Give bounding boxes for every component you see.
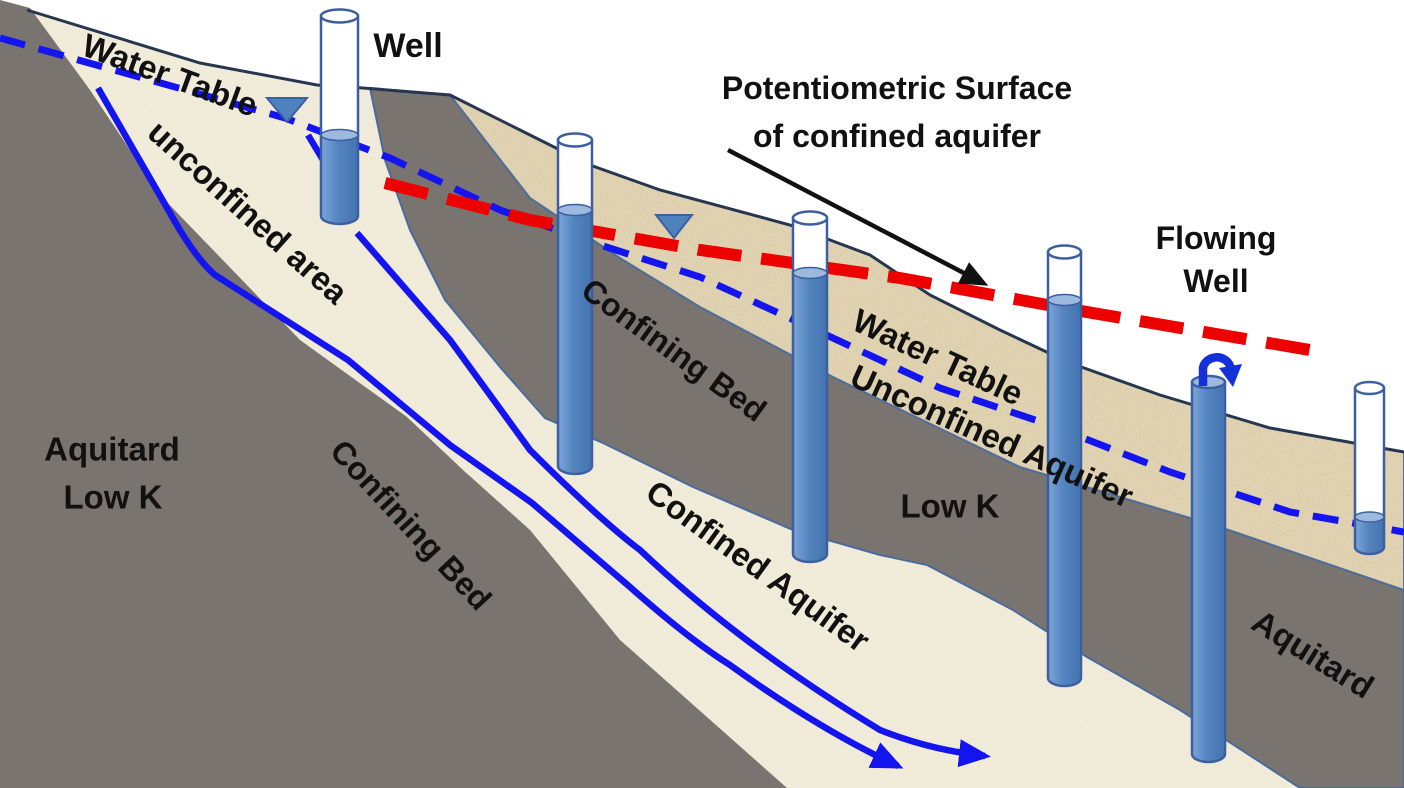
well-water bbox=[1353, 515, 1386, 556]
well-casing bbox=[319, 14, 360, 137]
water-table-marker-icon bbox=[264, 97, 310, 124]
well-water-level bbox=[792, 266, 828, 280]
well-top bbox=[319, 8, 360, 24]
potentiometric-pointer-arrow bbox=[726, 148, 989, 286]
well-water-level bbox=[1047, 293, 1082, 307]
well-top bbox=[1190, 374, 1227, 390]
flow-line-2 bbox=[354, 230, 991, 768]
shallow-well-right bbox=[1353, 380, 1386, 556]
well-water bbox=[1046, 298, 1083, 688]
well-label: Well bbox=[373, 27, 442, 65]
well-confined-1 bbox=[556, 132, 594, 476]
well-water bbox=[791, 271, 829, 564]
well-casing bbox=[791, 216, 829, 275]
water-table-marker-icon bbox=[653, 214, 695, 240]
well-confined-3 bbox=[1046, 244, 1083, 688]
well-casing bbox=[556, 138, 594, 212]
flowing-well-label-line1: Flowing bbox=[1156, 220, 1277, 256]
flowing-well bbox=[1190, 374, 1227, 764]
potentiometric-label-line2: of confined aquifer bbox=[753, 118, 1041, 154]
well-water-level bbox=[557, 203, 593, 217]
well-top bbox=[556, 132, 594, 148]
aquitard-left-label-line1: Aquitard bbox=[44, 431, 180, 468]
well-unconfined bbox=[319, 8, 360, 226]
potentiometric-label-line1: Potentiometric Surface bbox=[722, 70, 1072, 106]
flowing-well-label-line2: Well bbox=[1183, 263, 1248, 299]
well-casing bbox=[1353, 386, 1386, 519]
aquitard-left-layer bbox=[0, 0, 787, 788]
flowing-well-arrow-icon bbox=[1198, 353, 1242, 387]
flow-line-1 bbox=[95, 86, 904, 769]
low-k-middle-label: Low K bbox=[901, 488, 1000, 525]
well-top bbox=[1046, 244, 1083, 260]
well-confined-2 bbox=[791, 210, 829, 564]
well-water-level bbox=[1354, 511, 1385, 523]
well-water bbox=[1190, 380, 1227, 764]
well-water-level bbox=[320, 128, 359, 142]
well-top bbox=[1353, 380, 1386, 396]
aquitard-left-label-line2: Low K bbox=[64, 479, 163, 516]
well-top bbox=[791, 210, 829, 226]
well-water bbox=[556, 208, 594, 476]
well-water bbox=[319, 133, 360, 226]
